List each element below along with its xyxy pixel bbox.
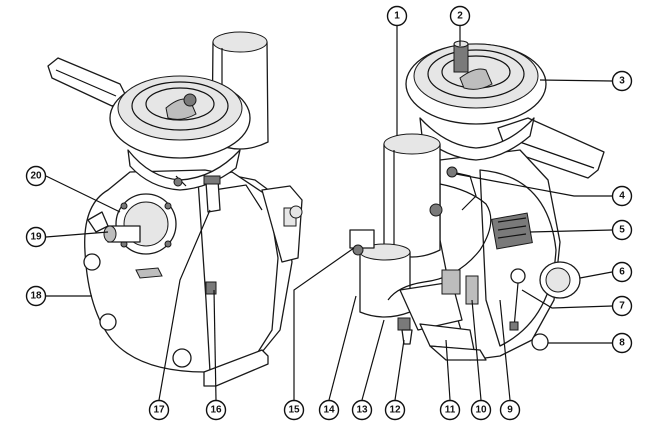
callout-4-label: 4	[619, 191, 625, 202]
right-filter-canister	[383, 136, 441, 258]
callout-16-label: 16	[210, 405, 222, 416]
callout-15-label: 15	[288, 405, 300, 416]
callout-13: 13	[351, 399, 373, 421]
callout-5-label: 5	[619, 225, 625, 236]
callout-3: 3	[611, 70, 633, 92]
callout-11: 11	[439, 399, 461, 421]
leader-lines	[45, 26, 613, 401]
callout-7-label: 7	[619, 301, 625, 312]
callout-13-label: 13	[356, 405, 368, 416]
callout-6: 6	[611, 261, 633, 283]
callout-8-label: 8	[619, 338, 625, 349]
callout-20-label: 20	[30, 171, 42, 182]
callout-9-label: 9	[507, 405, 513, 416]
callout-10: 10	[470, 399, 492, 421]
callout-9: 9	[499, 399, 521, 421]
right-engine-view	[349, 40, 605, 361]
left-engine-view	[47, 31, 303, 387]
callout-6-label: 6	[619, 267, 625, 278]
callout-2: 2	[449, 5, 471, 27]
callout-17: 17	[148, 399, 170, 421]
callout-16: 16	[205, 399, 227, 421]
callout-19-label: 19	[30, 232, 42, 243]
left-air-duct	[47, 57, 129, 107]
callout-15: 15	[283, 399, 305, 421]
left-side-housing	[197, 171, 279, 373]
callout-12-label: 12	[389, 405, 401, 416]
callout-1-label: 1	[394, 11, 400, 22]
callout-2-label: 2	[457, 11, 463, 22]
callout-5: 5	[611, 219, 633, 241]
left-base-plate	[203, 349, 269, 387]
callout-12: 12	[384, 399, 406, 421]
callout-7: 7	[611, 295, 633, 317]
callout-14: 14	[318, 399, 340, 421]
callout-1: 1	[386, 5, 408, 27]
callout-11-label: 11	[445, 405, 456, 416]
callout-14-label: 14	[323, 405, 335, 416]
callout-3-label: 3	[619, 76, 625, 87]
callout-8: 8	[611, 332, 633, 354]
callout-18: 18	[25, 285, 47, 307]
callout-4: 4	[611, 185, 633, 207]
callout-20: 20	[25, 165, 47, 187]
callout-17-label: 17	[153, 405, 165, 416]
callout-18-label: 18	[30, 291, 42, 302]
callout-19: 19	[25, 226, 47, 248]
callout-10-label: 10	[475, 405, 487, 416]
